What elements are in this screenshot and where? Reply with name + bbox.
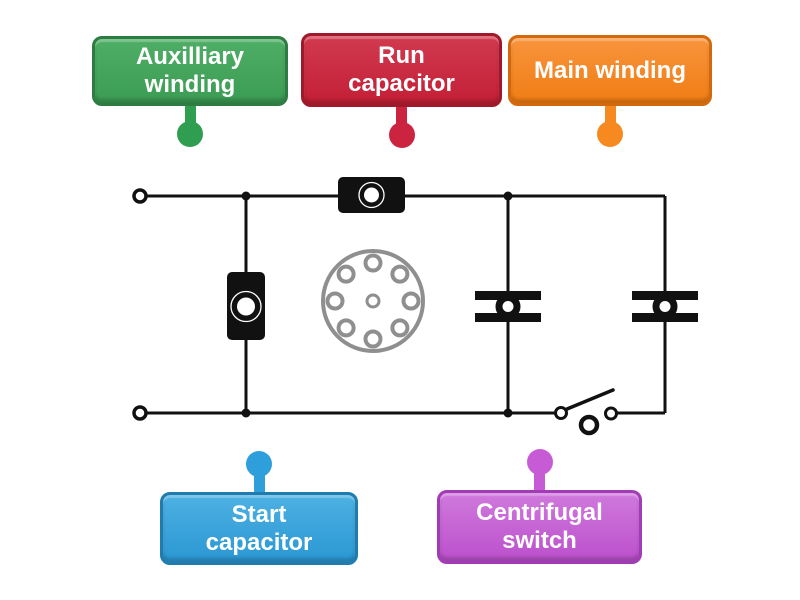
label-box-main-winding[interactable]: Main winding — [508, 35, 712, 106]
label-box-auxilliary-winding[interactable]: Auxilliary winding — [92, 36, 288, 106]
label-text-line: Start — [231, 500, 287, 528]
label-auxilliary-winding[interactable]: Auxilliary winding — [92, 36, 288, 147]
pin-stem — [604, 102, 616, 128]
pin-stem — [184, 102, 196, 128]
label-box-centrifugal-switch[interactable]: Centrifugal switch — [437, 490, 642, 564]
label-text-line: Auxilliary — [135, 43, 245, 71]
run-capacitor-symbol-icon[interactable] — [338, 177, 405, 213]
terminal-icon — [132, 188, 148, 421]
label-pin[interactable] — [246, 451, 272, 496]
label-pin[interactable] — [388, 103, 415, 148]
pin-stem — [534, 468, 545, 494]
label-text-line: Main winding — [534, 56, 686, 84]
pin-dot-icon[interactable] — [177, 121, 203, 147]
label-text-line: Run — [378, 42, 425, 70]
pin-dot-icon[interactable] — [388, 122, 415, 148]
auxiliary-winding-symbol-icon[interactable] — [475, 291, 541, 322]
pin-stem — [253, 470, 265, 496]
label-pin[interactable] — [597, 102, 623, 147]
label-main-winding[interactable]: Main winding — [508, 35, 712, 147]
label-pin[interactable] — [177, 102, 203, 147]
pin-dot-icon[interactable] — [597, 121, 623, 147]
label-text-line: switch — [502, 527, 577, 554]
label-box-start-capacitor[interactable]: Start capacitor — [160, 492, 358, 565]
label-pin[interactable] — [526, 449, 553, 494]
junction-dot-icon — [241, 191, 513, 418]
pin-stem — [396, 103, 407, 129]
motor-rotor-icon[interactable] — [321, 249, 425, 353]
label-run-capacitor[interactable]: Run capacitor — [301, 33, 502, 148]
label-text-line: Centrifugal — [476, 499, 603, 527]
label-centrifugal-switch[interactable]: Centrifugal switch — [437, 449, 642, 564]
label-text-line: winding — [144, 71, 236, 98]
centrifugal-switch-symbol-icon[interactable] — [554, 388, 618, 436]
label-box-run-capacitor[interactable]: Run capacitor — [301, 33, 502, 107]
start-capacitor-symbol-icon[interactable] — [227, 272, 265, 340]
label-text-line: capacitor — [348, 70, 455, 97]
label-start-capacitor[interactable]: Start capacitor — [160, 451, 358, 565]
label-text-line: capacitor — [205, 528, 313, 556]
main-winding-symbol-icon[interactable] — [632, 291, 698, 322]
